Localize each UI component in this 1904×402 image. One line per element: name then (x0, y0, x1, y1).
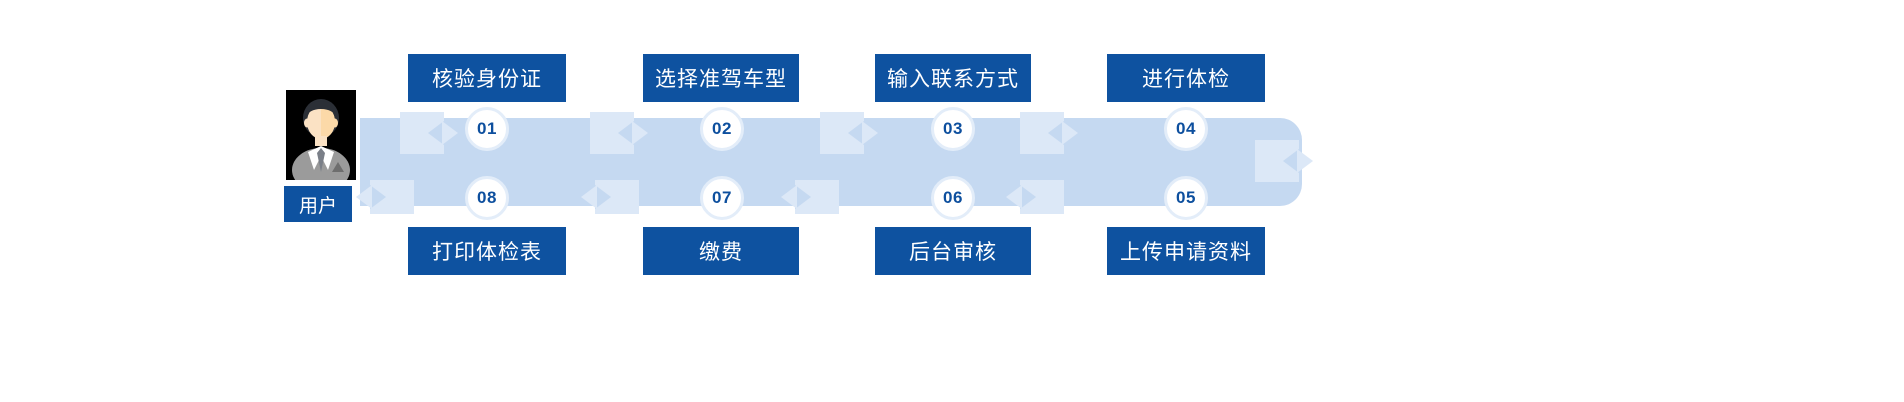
step-box-02[interactable]: 选择准驾车型 (643, 54, 799, 102)
step-number-05: 05 (1164, 176, 1208, 220)
step-box-01[interactable]: 核验身份证 (408, 54, 566, 102)
step-number-01: 01 (465, 107, 509, 151)
step-number-04: 04 (1164, 107, 1208, 151)
flow-arrow-turn (1255, 140, 1313, 182)
step-number-08: 08 (465, 176, 509, 220)
step-box-08[interactable]: 打印体检表 (408, 227, 566, 275)
step-box-07[interactable]: 缴费 (643, 227, 799, 275)
flow-arrow-top-2 (590, 112, 648, 154)
flow-arrow-bottom-2 (581, 180, 639, 214)
flow-band-middle (360, 155, 1280, 182)
flow-band-left-tab-top (372, 118, 396, 155)
flow-arrow-top-1 (400, 112, 458, 154)
step-number-03: 03 (931, 107, 975, 151)
step-number-07: 07 (700, 176, 744, 220)
flow-arrow-bottom-1 (356, 180, 414, 214)
step-number-02: 02 (700, 107, 744, 151)
step-box-04[interactable]: 进行体检 (1107, 54, 1265, 102)
user-avatar-icon (286, 90, 356, 180)
flow-arrow-bottom-3 (781, 180, 839, 214)
step-box-05[interactable]: 上传申请资料 (1107, 227, 1265, 275)
flow-arrow-top-3 (820, 112, 878, 154)
step-box-06[interactable]: 后台审核 (875, 227, 1031, 275)
flow-arrow-top-4 (1020, 112, 1078, 154)
step-number-06: 06 (931, 176, 975, 220)
step-box-03[interactable]: 输入联系方式 (875, 54, 1031, 102)
actor-label-user: 用户 (284, 186, 352, 222)
flow-arrow-bottom-4 (1006, 180, 1064, 214)
